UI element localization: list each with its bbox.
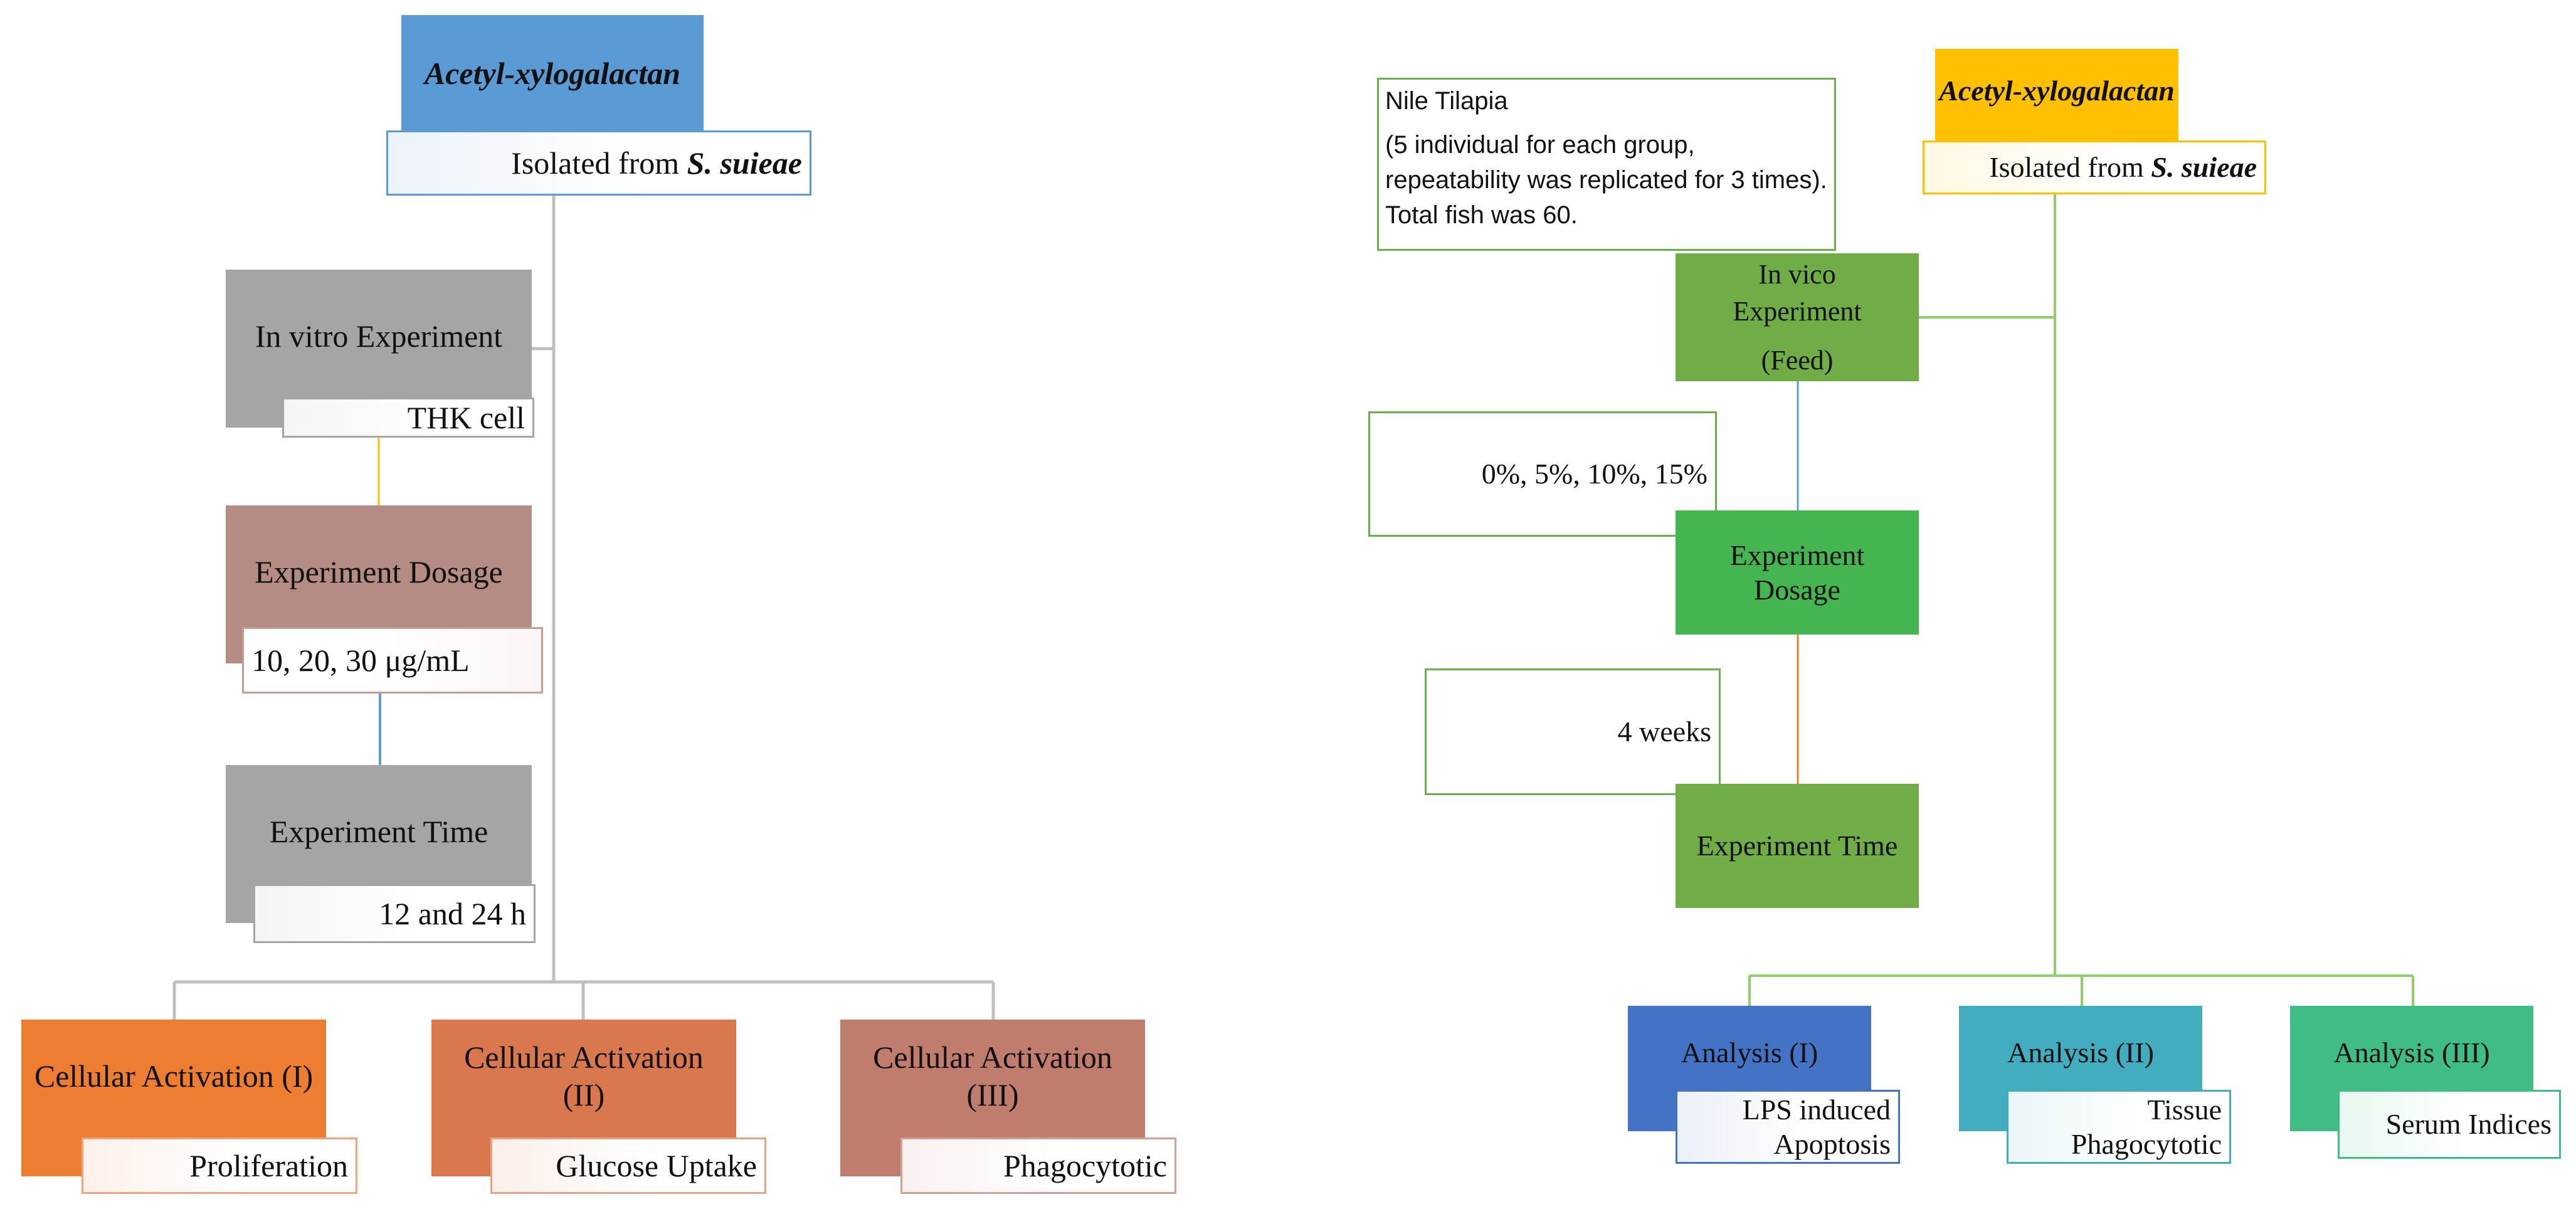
left-isolated-prefix: Isolated from <box>511 145 687 181</box>
thk-cell-label: THK cell <box>282 398 534 438</box>
right-dosage-box: Experiment Dosage <box>1676 510 1919 635</box>
left-source-box: Acetyl-xylogalactan <box>401 15 704 132</box>
left-source-title: Acetyl-xylogalactan <box>424 56 681 91</box>
in-vitro-experiment-label: In vitro Experiment <box>255 319 503 354</box>
right-isolated-label: Isolated from S. suieae <box>1923 140 2266 194</box>
cellular-activation-3-label: Cellular Activation (III) <box>873 1040 1112 1112</box>
nile-tilapia-note: Nile Tilapia (5 individual for each grou… <box>1377 78 1836 251</box>
right-time-label: Experiment Time <box>1696 830 1898 862</box>
right-time-box: Experiment Time <box>1676 784 1919 908</box>
phagocytotic-text: Phagocytotic <box>1003 1148 1167 1183</box>
cellular-activation-2-label: Cellular Activation (II) <box>464 1040 704 1112</box>
nile-tilapia-body: (5 individual for each group, repeatabil… <box>1385 131 1827 229</box>
cellular-activation-1-label: Cellular Activation (I) <box>34 1058 314 1094</box>
in-vico-line1: In vico <box>1758 258 1836 290</box>
analysis-3-label: Analysis (III) <box>2333 1037 2490 1069</box>
left-time-value: 12 and 24 h <box>253 884 536 943</box>
in-vico-line3: (Feed) <box>1761 344 1834 376</box>
right-time-text: 4 weeks <box>1617 715 1711 748</box>
in-vico-line2: Experiment <box>1733 296 1862 327</box>
tissue-phagocytotic-label: Tissue Phagocytotic <box>2007 1090 2231 1164</box>
thk-cell-text: THK cell <box>407 400 525 435</box>
right-dosage-text: 0%, 5%, 10%, 15% <box>1481 458 1708 490</box>
right-time-value: 4 weeks <box>1425 668 1721 795</box>
analysis-2-label: Analysis (II) <box>2007 1037 2154 1069</box>
left-dosage-text: 10, 20, 30 μg/mL <box>251 643 470 678</box>
proliferation-text: Proliferation <box>189 1148 348 1183</box>
left-dosage-label: Experiment Dosage <box>255 554 503 589</box>
proliferation-label: Proliferation <box>82 1137 357 1194</box>
lps-apoptosis-label: LPS induced Apoptosis <box>1676 1090 1900 1164</box>
left-time-label: Experiment Time <box>269 814 488 849</box>
analysis-1-label: Analysis (I) <box>1681 1037 1819 1069</box>
glucose-uptake-text: Glucose Uptake <box>556 1148 757 1183</box>
serum-indices-label: Serum Indices <box>2338 1090 2561 1159</box>
left-isolated-label: Isolated from S. suieae <box>386 130 811 196</box>
right-isolated-species: S. suieae <box>2151 151 2257 184</box>
serum-indices-text: Serum Indices <box>2385 1108 2552 1141</box>
right-source-title: Acetyl-xylogalactan <box>1939 75 2175 107</box>
right-dosage-label: Experiment Dosage <box>1729 539 1865 606</box>
left-dosage-value: 10, 20, 30 μg/mL <box>242 627 543 694</box>
left-time-text: 12 and 24 h <box>379 896 526 931</box>
right-isolated-prefix: Isolated from <box>1989 151 2151 184</box>
glucose-uptake-label: Glucose Uptake <box>490 1137 766 1194</box>
right-dosage-value: 0%, 5%, 10%, 15% <box>1368 411 1717 537</box>
lps-apoptosis-text: LPS induced Apoptosis <box>1742 1093 1891 1160</box>
phagocytotic-label: Phagocytotic <box>900 1137 1176 1194</box>
tissue-phagocytotic-text: Tissue Phagocytotic <box>2071 1093 2222 1160</box>
right-source-box: Acetyl-xylogalactan <box>1935 49 2178 145</box>
in-vico-experiment-box: In vico Experiment (Feed) <box>1676 253 1919 381</box>
left-isolated-species: S. suieae <box>687 145 802 181</box>
nile-tilapia-title: Nile Tilapia <box>1385 87 1508 115</box>
